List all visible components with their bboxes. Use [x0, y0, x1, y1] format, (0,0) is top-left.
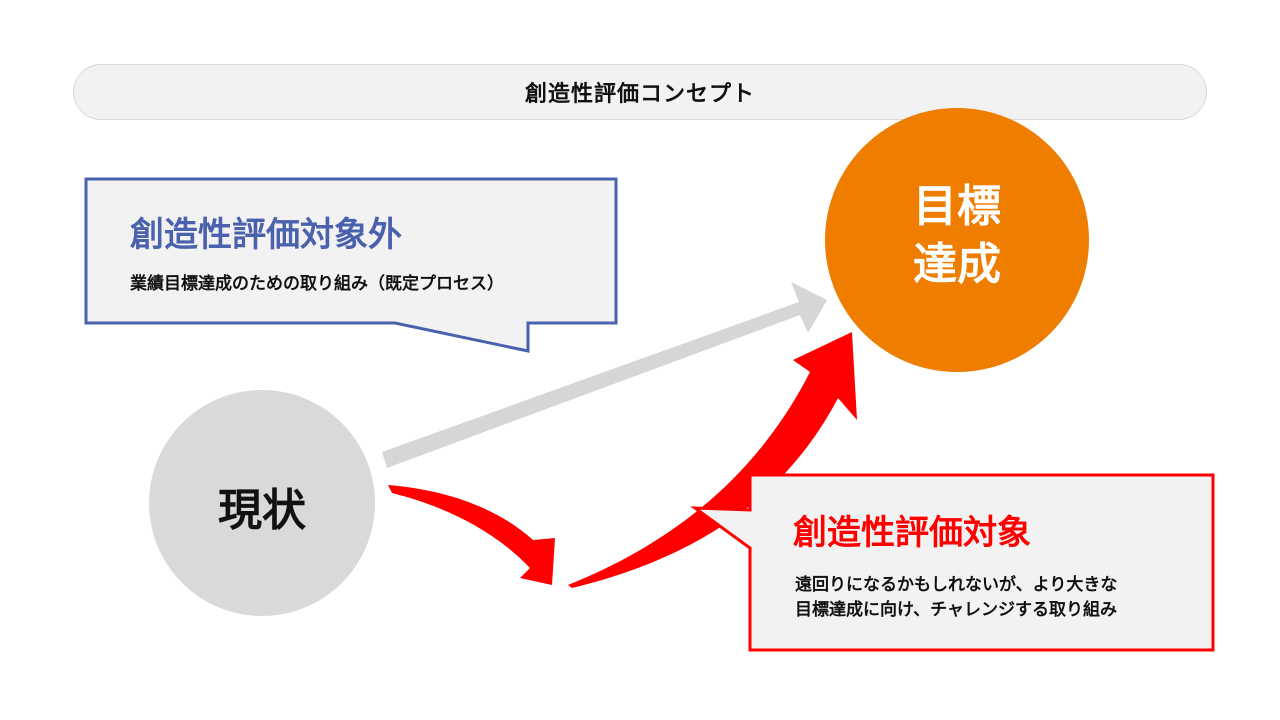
goal-label: 目標 達成 — [857, 178, 1057, 294]
goal-label-line2: 達成 — [913, 239, 1001, 290]
title-bar: 創造性評価コンセプト — [73, 64, 1207, 120]
non-target-description: 業績目標達成のための取り組み（既定プロセス） — [130, 274, 504, 294]
goal-label-line1: 目標 — [913, 181, 1001, 232]
goal-circle — [825, 108, 1089, 372]
target-heading: 創造性評価対象 — [793, 513, 1031, 553]
detour-arrow-down — [388, 485, 555, 585]
diagram-title: 創造性評価コンセプト — [524, 82, 755, 107]
current-state-circle — [149, 390, 375, 616]
current-state-label: 現状 — [162, 474, 362, 538]
target-callout — [690, 473, 1215, 652]
current-state-text: 現状 — [218, 485, 306, 536]
target-description-line2: 目標達成に向け、チャレンジする取り組み — [795, 600, 1117, 620]
non-target-heading: 創造性評価対象外 — [130, 215, 402, 255]
non-target-callout — [84, 177, 618, 353]
target-description-line1: 遠回りになるかもしれないが、より大きな — [795, 575, 1118, 595]
direct-path-arrow — [382, 282, 827, 468]
detour-arrow-up — [568, 332, 857, 588]
